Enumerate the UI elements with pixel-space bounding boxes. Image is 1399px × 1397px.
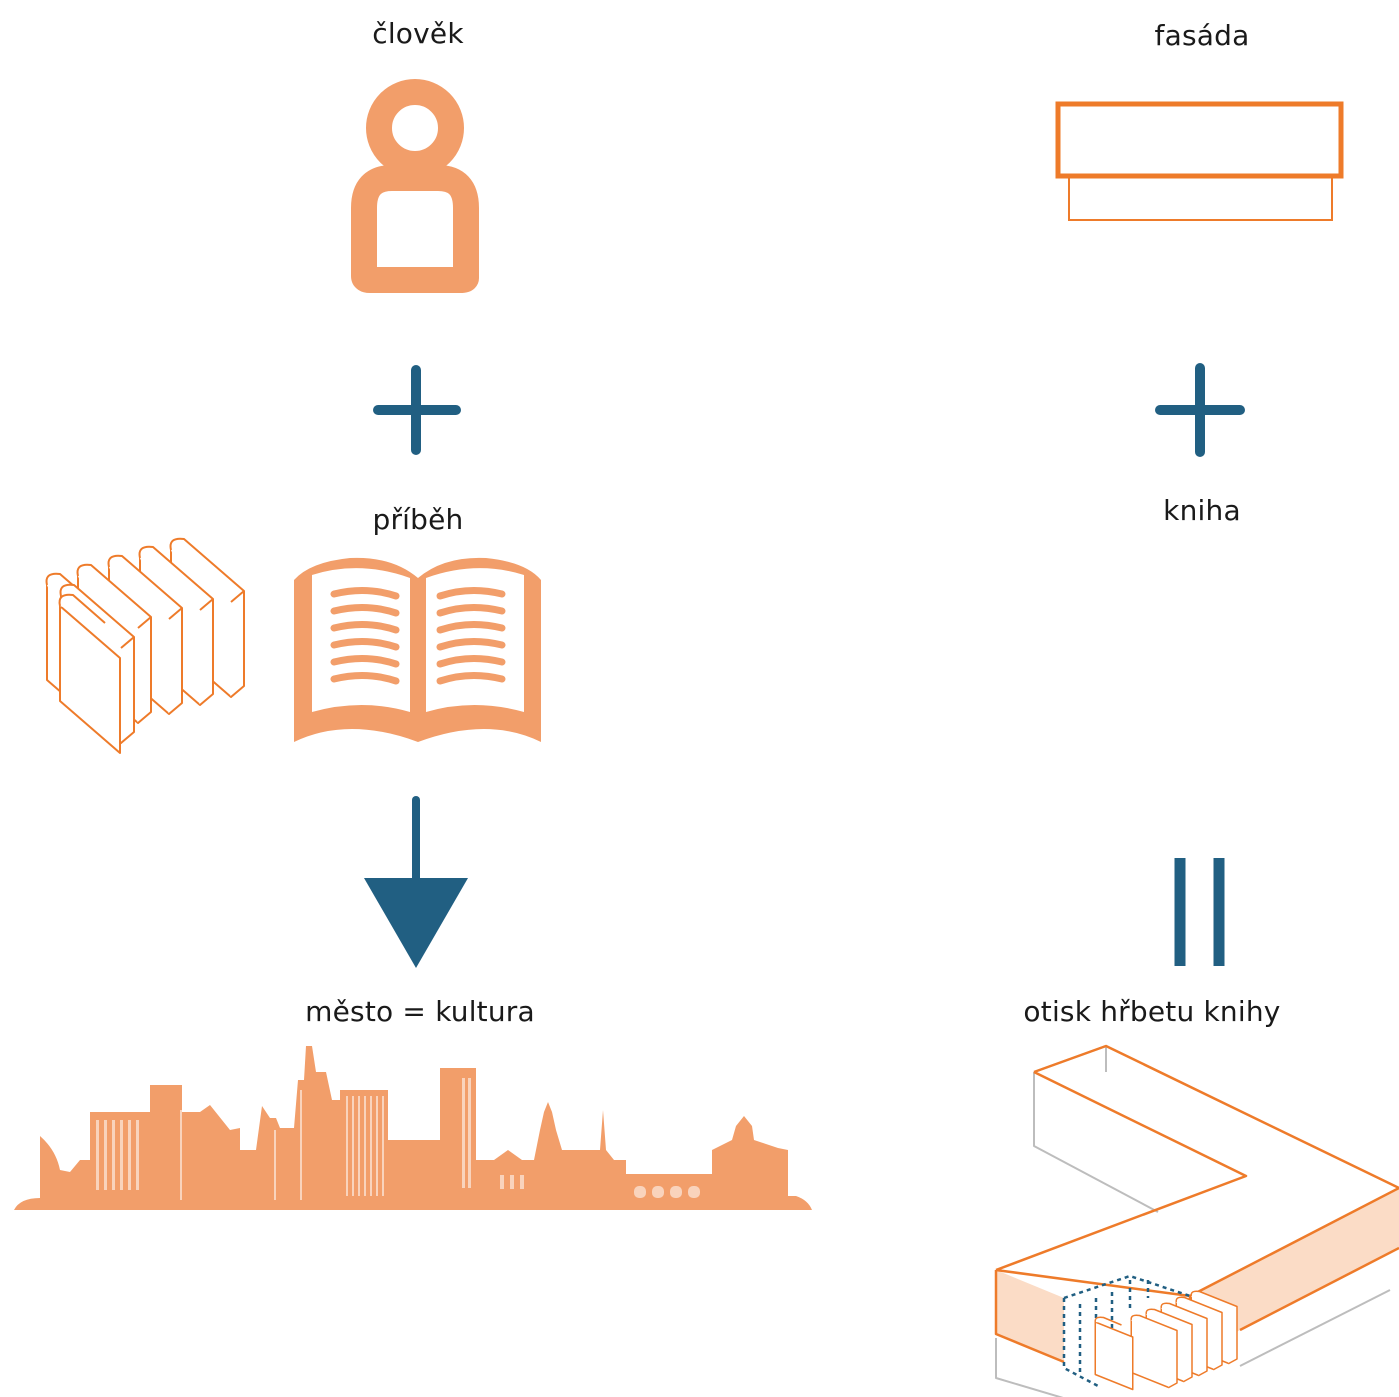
label-clovek: člověk [372, 17, 464, 50]
building-isometric-icon [994, 1044, 1399, 1397]
label-fasada: fasáda [1154, 19, 1250, 52]
arrow-down-icon [364, 796, 468, 968]
open-book-icon [294, 557, 541, 742]
label-otisk-hrbetu-knihy: otisk hřbetu knihy [1023, 995, 1281, 1028]
books-row-icon [45, 537, 245, 754]
plus-icon [1155, 363, 1245, 457]
city-skyline-icon [14, 1046, 812, 1210]
facade-icon [1055, 101, 1344, 221]
plus-icon [373, 365, 461, 455]
label-pribeh: příběh [372, 503, 464, 536]
equals-icon [1174, 858, 1225, 966]
label-mesto-kultura: město = kultura [305, 995, 535, 1028]
skyline-windows [96, 1078, 700, 1200]
label-kniha: kniha [1163, 494, 1241, 527]
person-icon [351, 79, 479, 293]
